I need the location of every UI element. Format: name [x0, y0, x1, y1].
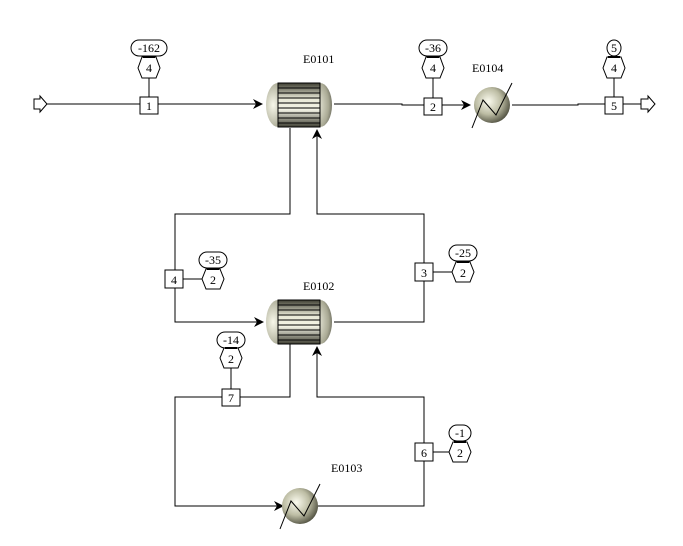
- e0101-shell: [277, 82, 321, 128]
- pressure-value-2: 4: [430, 61, 436, 75]
- e0104-zigzag-icon: [471, 82, 513, 129]
- heat-exchanger-e0102[interactable]: [266, 299, 332, 345]
- stream-box-5[interactable]: [604, 96, 624, 115]
- temperature-value-1: -162: [138, 41, 160, 55]
- feed-arrow[interactable]: [33, 94, 48, 114]
- e0103-zigzag-icon: [279, 483, 321, 530]
- temperature-value-2: -36: [425, 41, 441, 55]
- equipment-label-e0103: E0103: [331, 461, 362, 475]
- temperature-separators: [143, 56, 620, 443]
- equipment-label-e0102: E0102: [303, 279, 334, 293]
- stream-box-4[interactable]: [164, 269, 184, 289]
- pressure-tags: [137, 56, 626, 463]
- product-arrow[interactable]: [640, 94, 656, 114]
- pressure-value-5: 4: [611, 61, 617, 75]
- pressure-hex-1[interactable]: [137, 56, 161, 79]
- temperature-value-7: -14: [223, 333, 239, 347]
- pressure-value-4: 2: [210, 273, 216, 287]
- e0102-tube-lines: [278, 304, 320, 341]
- e0104-sphere: [474, 87, 510, 123]
- pipe-e0102-to-e0103-via-7[interactable]: [174, 344, 291, 511]
- e0101-tube-lines: [278, 87, 320, 124]
- equipment-label-e0101: E0101: [303, 52, 334, 66]
- pressure-hex-2[interactable]: [421, 56, 445, 79]
- stream-box-labels: 1 2 5 4 3 7 6: [146, 99, 617, 460]
- pressure-hex-4[interactable]: [201, 268, 225, 290]
- cooler-e0103[interactable]: [279, 483, 321, 530]
- pressure-value-3: 2: [460, 266, 466, 280]
- heat-exchanger-e0101[interactable]: [266, 82, 332, 128]
- e0102-shell: [277, 299, 321, 345]
- pressure-hex-5[interactable]: [602, 56, 626, 79]
- pressure-value-7: 2: [228, 352, 234, 366]
- temperature-tags: [130, 39, 622, 442]
- temperature-value-5: 5: [611, 41, 617, 55]
- pressure-hex-3[interactable]: [451, 261, 475, 283]
- temperature-value-6: -1: [455, 426, 465, 440]
- pipe-e0101-to-e0102-via-4[interactable]: [174, 128, 291, 327]
- heater-e0104[interactable]: [471, 82, 513, 129]
- temperature-value-4: -35: [205, 253, 221, 267]
- stream-label-2: 2: [430, 100, 436, 114]
- stream-label-1: 1: [146, 99, 152, 113]
- pipe-e0101-to-e0104[interactable]: [334, 100, 471, 110]
- temperature-value-3: -25: [455, 246, 471, 260]
- stream-box-3[interactable]: [414, 262, 434, 282]
- stream-box-1[interactable]: [139, 96, 159, 115]
- stream-box-6[interactable]: [414, 442, 434, 462]
- stream-label-4: 4: [171, 273, 177, 287]
- pipe-e0102-to-e0101-via-3[interactable]: [312, 129, 425, 323]
- pressure-value-6: 2: [457, 446, 463, 460]
- equipment-label-e0104: E0104: [472, 61, 503, 75]
- temperature-values: -162 -36 5 -35 -25 -14 -1: [138, 41, 617, 440]
- stream-box-7[interactable]: [221, 388, 241, 407]
- stream-boxes: [139, 96, 624, 462]
- pipe-e0103-to-e0102-via-6[interactable]: [312, 346, 425, 507]
- pressure-hex-6[interactable]: [448, 441, 472, 463]
- pipes: [47, 78, 641, 511]
- pressure-values: 4 4 4 2 2 2 2: [146, 61, 617, 460]
- stream-box-2[interactable]: [423, 97, 443, 116]
- pressure-value-1: 4: [146, 61, 152, 75]
- e0103-sphere: [282, 488, 318, 524]
- stream-label-7: 7: [228, 391, 234, 405]
- stream-label-6: 6: [421, 446, 427, 460]
- stream-label-3: 3: [421, 266, 427, 280]
- stream-label-5: 5: [611, 99, 617, 113]
